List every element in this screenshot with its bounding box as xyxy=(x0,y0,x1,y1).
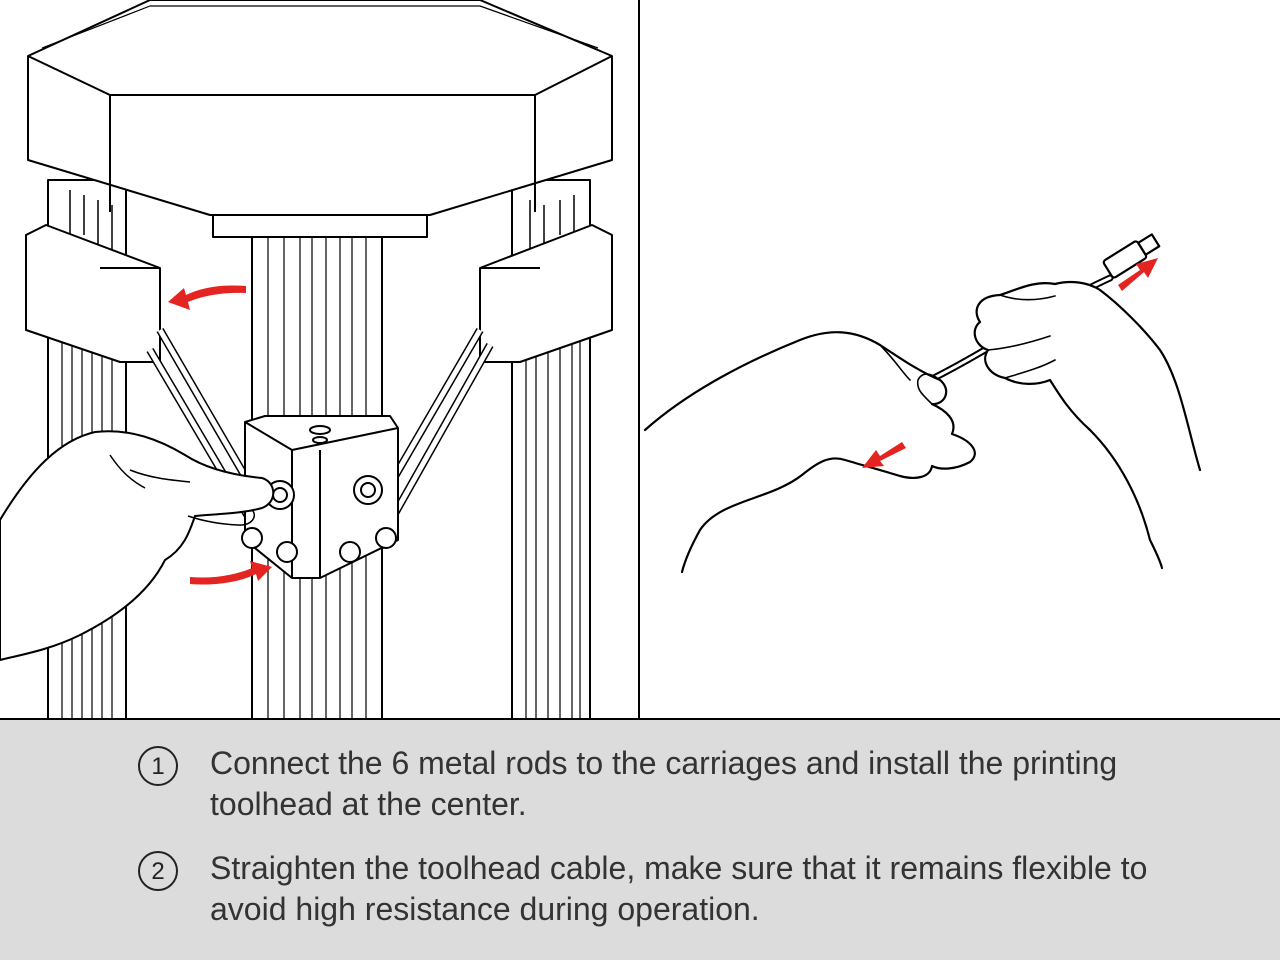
housing-bottom-plate xyxy=(212,214,428,238)
connector-right xyxy=(1102,233,1161,279)
cable-illustration-panel xyxy=(640,0,1280,720)
red-arrows xyxy=(168,285,272,585)
arrow-pull-left xyxy=(862,442,906,468)
carriage-right xyxy=(479,224,613,363)
step-number-badge: 2 xyxy=(138,851,178,891)
instruction-caption: 1 Connect the 6 metal rods to the carria… xyxy=(0,718,1280,960)
step-text: Connect the 6 metal rods to the carriage… xyxy=(210,745,1118,822)
panel-divider xyxy=(638,0,640,720)
printer-illustration-panel xyxy=(0,0,638,720)
left-hand xyxy=(0,430,275,661)
arrow-pull-right xyxy=(1118,258,1158,291)
toolhead-cable-illustration xyxy=(643,233,1202,574)
top-housing xyxy=(27,0,613,216)
arrow-rod-right xyxy=(190,561,272,585)
step-number-badge: 1 xyxy=(138,746,178,786)
arrow-rod-left xyxy=(168,285,246,310)
right-hand xyxy=(973,280,1202,570)
step-text: Straighten the toolhead cable, make sure… xyxy=(210,850,1148,927)
red-arrows xyxy=(862,258,1158,468)
toolhead xyxy=(244,415,399,579)
illustration-area xyxy=(0,0,1280,720)
left-hand xyxy=(643,331,976,574)
carriage-left xyxy=(25,224,161,363)
delta-printer-illustration xyxy=(0,0,613,720)
